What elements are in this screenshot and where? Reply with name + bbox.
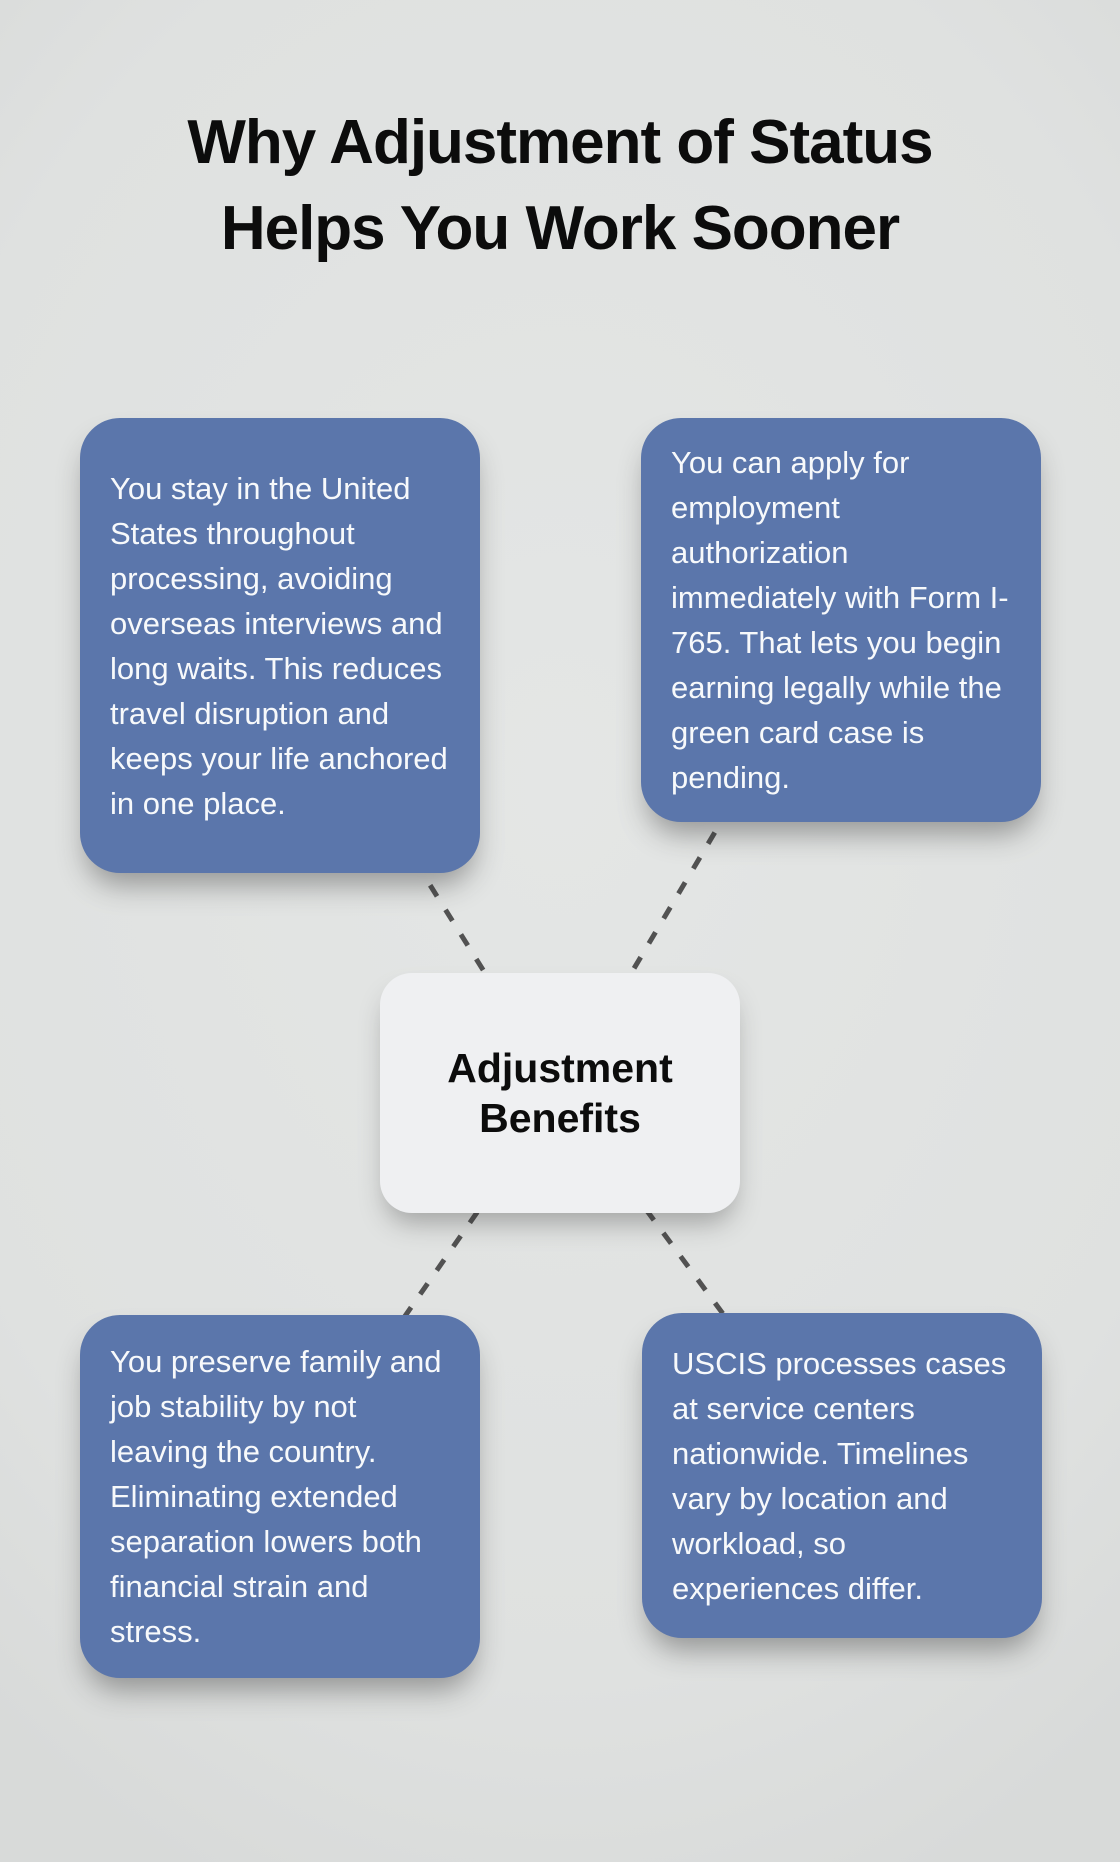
benefit-card-bottom-left: You preserve family and job stability by…	[80, 1315, 480, 1678]
title-line-1: Why Adjustment of Status	[187, 108, 933, 177]
benefit-card-top-left: You stay in the United States throughout…	[80, 418, 480, 873]
center-node: Adjustment Benefits	[380, 973, 740, 1213]
title-line-2: Helps You Work Sooner	[220, 194, 900, 263]
benefit-card-bottom-left-text: You preserve family and job stability by…	[110, 1344, 442, 1649]
infographic-title: Why Adjustment of Status Helps You Work …	[0, 100, 1120, 272]
connector-bottom-right	[557, 1091, 845, 1477]
benefit-card-top-right-text: You can apply for employment authorizati…	[671, 445, 1009, 795]
benefit-card-top-right: You can apply for employment authorizati…	[641, 418, 1041, 822]
center-node-label: Adjustment Benefits	[447, 1045, 673, 1141]
benefit-card-bottom-right-text: USCIS processes cases at service centers…	[672, 1345, 1007, 1606]
benefit-card-bottom-right: USCIS processes cases at service centers…	[642, 1313, 1042, 1638]
benefit-card-top-left-text: You stay in the United States throughout…	[110, 470, 448, 821]
